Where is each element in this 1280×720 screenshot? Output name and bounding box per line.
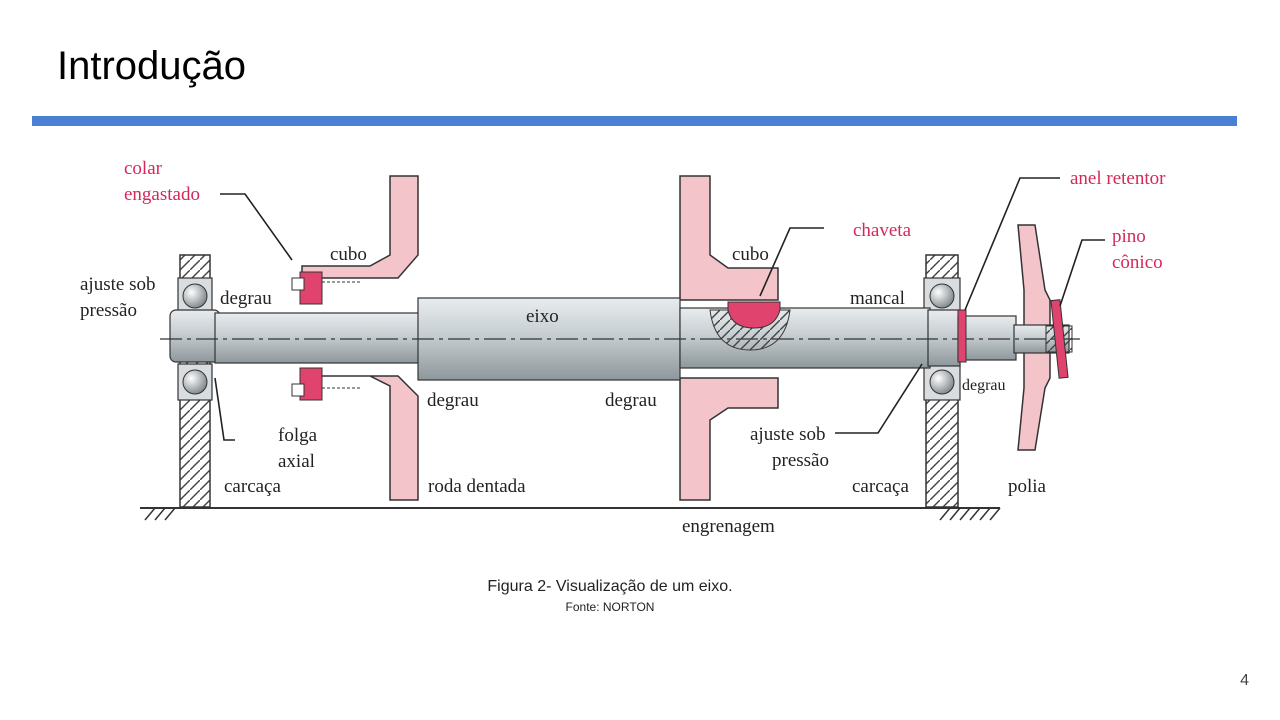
- label-ajuste-left-1: ajuste sob: [80, 274, 155, 295]
- label-colar: colar: [124, 158, 163, 179]
- right-housing: [923, 254, 961, 508]
- ground-line: [140, 507, 1001, 521]
- label-degrau-right: degrau: [962, 377, 1006, 394]
- label-mancal: mancal: [850, 288, 905, 309]
- label-cubo-left: cubo: [330, 244, 367, 265]
- figure-source: Fonte: NORTON: [565, 600, 655, 614]
- label-roda-dentada: roda dentada: [428, 476, 526, 497]
- figure-caption: Figura 2- Visualização de um eixo.: [487, 578, 733, 595]
- label-degrau-bl: degrau: [427, 390, 479, 411]
- label-ajuste-right-2: pressão: [772, 450, 829, 471]
- slide-title: Introdução: [57, 44, 247, 88]
- key-chaveta: [709, 301, 791, 351]
- left-housing: [177, 254, 213, 508]
- title-rule: [32, 116, 1237, 126]
- label-folga: folga: [278, 425, 318, 446]
- label-polia: polia: [1008, 476, 1047, 497]
- label-degrau-left: degrau: [220, 288, 272, 309]
- taper-pin: [1045, 299, 1073, 379]
- label-carcaca-right: carcaça: [852, 476, 909, 497]
- label-ajuste-left-2: pressão: [80, 300, 137, 321]
- label-cubo-right: cubo: [732, 244, 769, 265]
- label-engrenagem: engrenagem: [682, 516, 775, 537]
- label-eixo: eixo: [526, 306, 559, 327]
- label-conico: cônico: [1112, 252, 1163, 273]
- label-degrau-bm: degrau: [605, 390, 657, 411]
- label-ajuste-right-1: ajuste sob: [750, 424, 825, 445]
- retaining-ring: [957, 309, 967, 363]
- leader-lines: [214, 177, 1105, 441]
- label-pino: pino: [1112, 226, 1146, 247]
- label-carcaca-left: carcaça: [224, 476, 281, 497]
- gear-hub: [679, 175, 779, 501]
- label-axial: axial: [278, 451, 315, 472]
- shaft-diagram: colar engastado cubo cubo ajuste sob pre…: [80, 158, 1166, 537]
- label-anel-retentor: anel retentor: [1070, 168, 1166, 189]
- label-chaveta: chaveta: [853, 220, 912, 241]
- sprocket-hub: [291, 175, 419, 501]
- page-number: 4: [1240, 672, 1249, 689]
- label-engastado: engastado: [124, 184, 200, 205]
